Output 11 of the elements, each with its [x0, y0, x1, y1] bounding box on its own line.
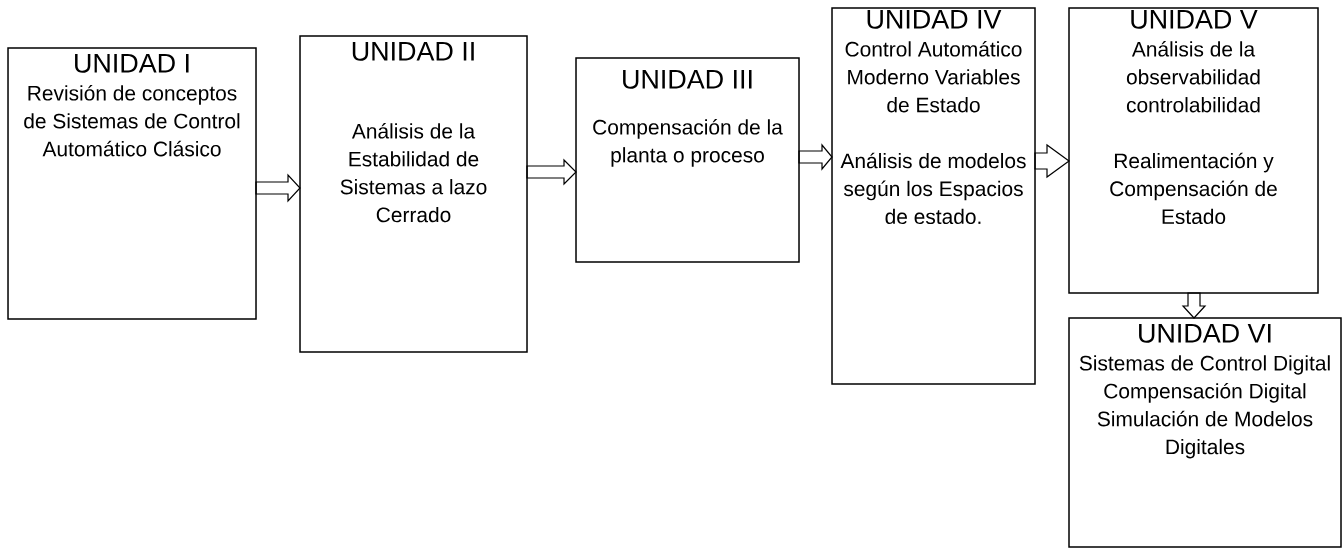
block-arrow — [1034, 143, 1071, 179]
unit-box: UNIDAD IV Control Automático Moderno Variables de Estado Análisis de modelos según los Espacios de estado. — [831, 7, 1036, 385]
unit-box: UNIDAD V Análisis de la observabilidad controlabilidad Realimentación y Compensación de Estado — [1068, 7, 1319, 294]
block-arrow — [1181, 292, 1207, 319]
block-arrow — [255, 173, 301, 203]
unit-box: UNIDAD VI Sistemas de Control Digital Compensación Digital Simulación de Modelos Digitales — [1068, 317, 1342, 548]
unit-box: UNIDAD II Análisis de la Estabilidad de Sistemas a lazo Cerrado — [299, 35, 528, 353]
block-arrow — [798, 143, 833, 171]
unit-box: UNIDAD I Revisión de conceptos de Sistemas de Control Automático Clásico — [7, 47, 257, 320]
unit-box: UNIDAD III Compensación de la planta o proceso — [575, 57, 800, 263]
block-arrow — [526, 158, 577, 186]
